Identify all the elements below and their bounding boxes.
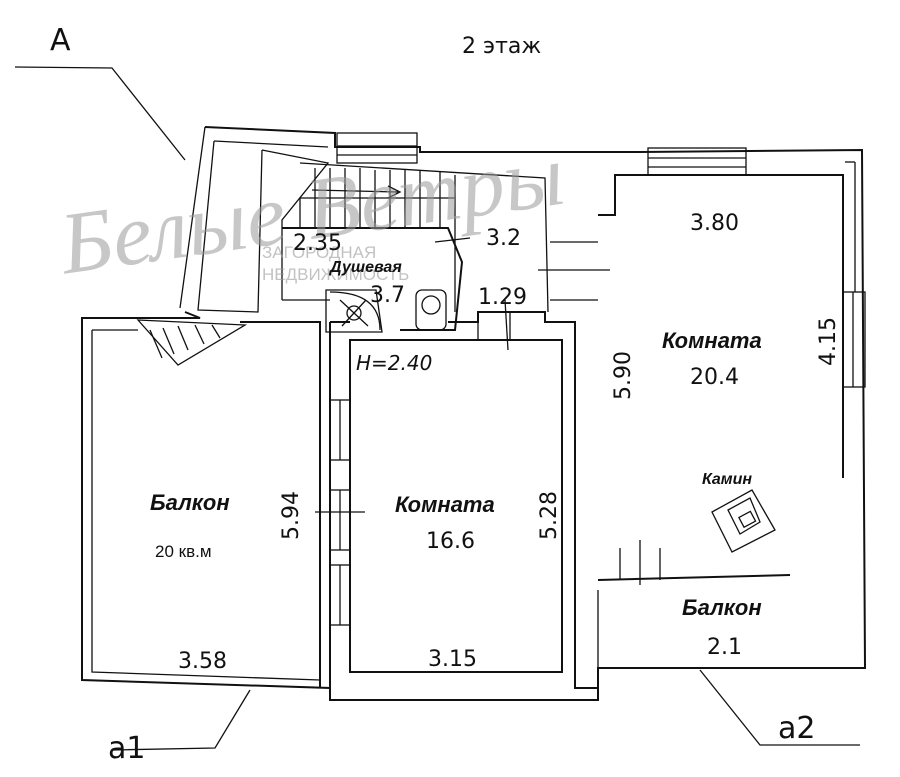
watermark-line2: НЕДВИЖИМОСТЬ: [262, 265, 409, 284]
watermark-logo: Белые Ветры ЗАГОРОДНАЯ НЕДВИЖИМОСТЬ: [52, 127, 569, 294]
balcony-right-outline: [597, 574, 791, 668]
dimension-ticks: [315, 237, 471, 513]
axis-a2-label: а2: [778, 711, 815, 746]
room-right-left-dim: 5.90: [611, 351, 636, 400]
fireplace-label: Камин: [702, 471, 752, 488]
axis-a-label: А: [50, 23, 71, 58]
outer-walls: [81, 126, 867, 701]
right-room-outline: [598, 147, 866, 585]
room-middle-area: 16.6: [426, 529, 475, 554]
watermark-line1: ЗАГОРОДНАЯ: [262, 243, 376, 262]
fireplace-symbol: [711, 489, 776, 553]
shower-area: 3.7: [370, 283, 405, 308]
balcony-left-side: 5.94: [279, 491, 304, 540]
middle-room-walls: [329, 299, 598, 689]
room-right-top-dim: 3.80: [690, 211, 739, 236]
shower-room-outline: [282, 227, 464, 333]
axis-lines: [14, 66, 860, 751]
room-middle-width: 3.15: [428, 647, 477, 672]
floor-title: 2 этаж: [462, 34, 541, 59]
balcony-right-width: 2.1: [707, 635, 742, 660]
room-right-right-dim: 4.15: [816, 317, 841, 366]
shower-label: Душевая: [328, 259, 402, 276]
room-middle-label: Комната: [395, 492, 495, 517]
room-right-area: 20.4: [690, 365, 739, 390]
stair-area: [179, 126, 549, 313]
room-middle-height-note: H=2.40: [356, 351, 432, 375]
balcony-right-label: Балкон: [682, 595, 762, 620]
hall-dim-bottom: 1.29: [478, 285, 527, 310]
room-right-label: Комната: [662, 328, 762, 353]
balcony-left-label: Балкон: [150, 490, 230, 515]
balcony-left-width: 3.58: [178, 649, 227, 674]
balcony-left-outline: [91, 319, 321, 688]
hall-dim-top: 3.2: [486, 226, 521, 251]
room-middle-side: 5.28: [537, 491, 562, 540]
hall-outline: [538, 241, 610, 301]
axis-a1-label: а1: [108, 731, 145, 766]
shower-dim: 2.35: [293, 231, 342, 256]
balcony-left-area: 20 кв.м: [155, 542, 212, 561]
